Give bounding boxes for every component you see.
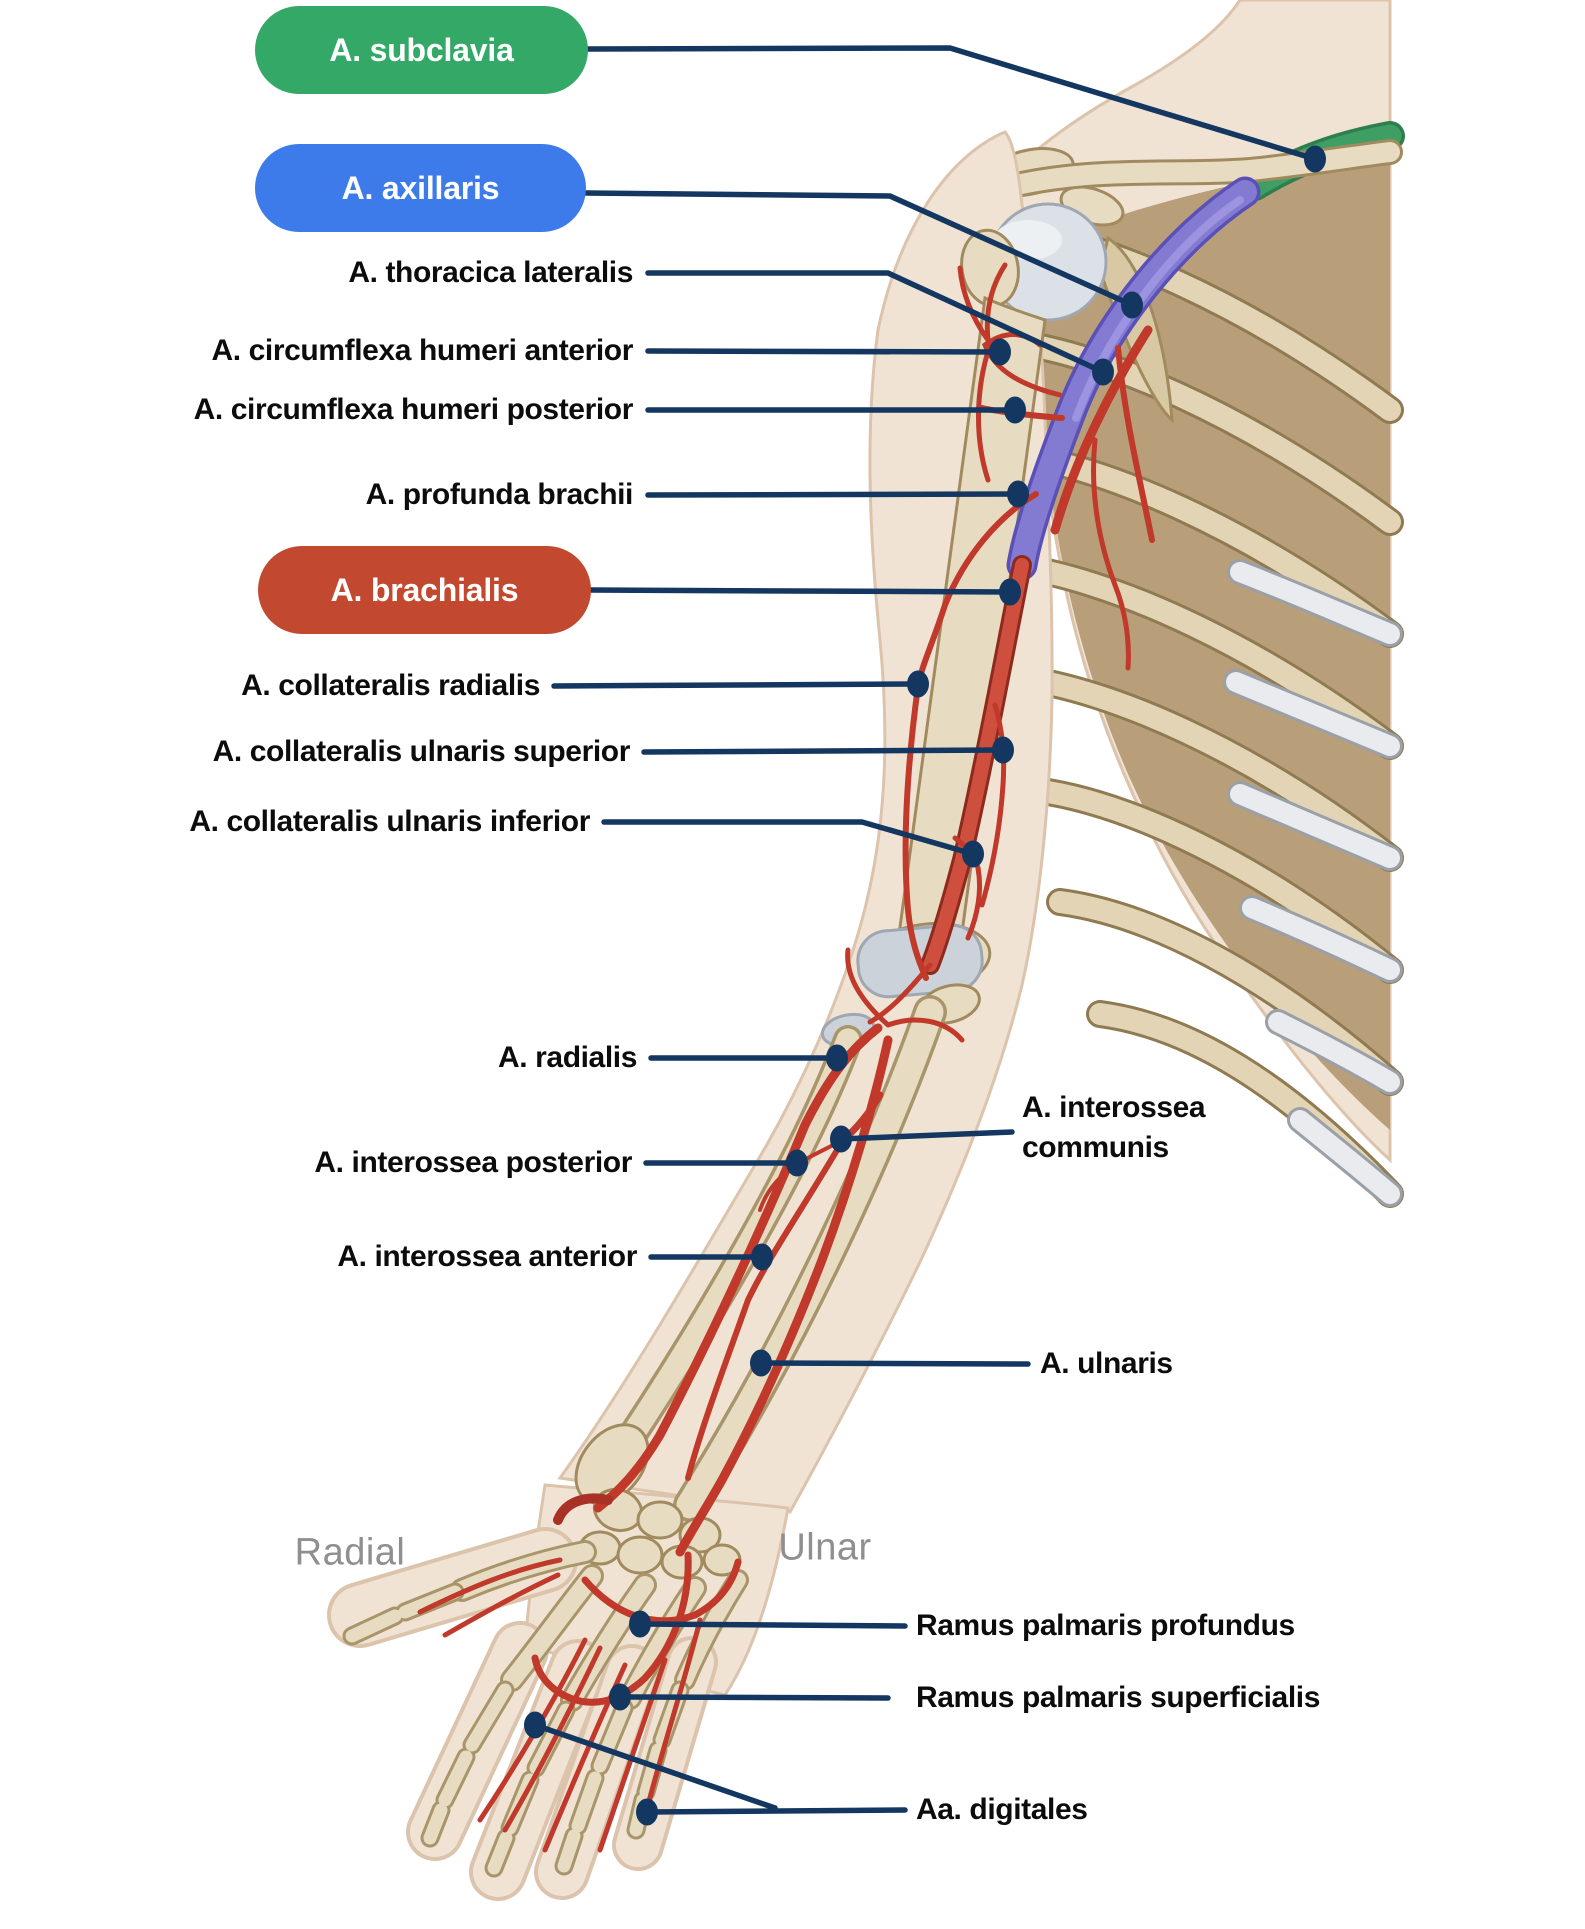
label-collateralis-ulnaris-inferior: A. collateralis ulnaris inferior — [189, 805, 590, 838]
side-label-ulnar: Ulnar — [778, 1526, 872, 1569]
axillary-red-branch — [1050, 325, 1153, 535]
leader-digitales — [644, 1807, 908, 1815]
leader-profunda — [645, 491, 1021, 498]
ulnaris-artery — [675, 1035, 893, 1557]
leader-axillaris — [583, 190, 1135, 308]
leader-digitales-branch — [532, 1722, 778, 1811]
label-profunda-brachii: A. profunda brachii — [365, 478, 634, 511]
leader-collateralis-ulnaris-superior — [641, 747, 1006, 755]
leader-ramus-superficialis — [617, 1694, 891, 1701]
humeral-head-branches — [957, 262, 1008, 483]
leader-brachialis — [588, 587, 1013, 595]
label-ulnaris: A. ulnaris — [1040, 1347, 1173, 1380]
thoracica-lateralis-artery — [1115, 345, 1155, 543]
rib-cartilage — [1223, 559, 1403, 1207]
leader-ramus-profundus — [637, 1621, 908, 1629]
humerus — [856, 202, 1108, 999]
leader-interossea-communis — [838, 1129, 1015, 1142]
leader-collateralis-ulnaris-inferior — [601, 819, 976, 857]
label-interossea-posterior: A. interossea posterior — [314, 1146, 632, 1179]
label-interossea-anterior: A. interossea anterior — [337, 1240, 637, 1273]
leader-ulnaris — [758, 1360, 1031, 1367]
elbow-recurrent-arteries — [845, 947, 965, 1043]
collateralis-ulnaris-superior-artery — [979, 702, 1007, 908]
pill-brachialis-label: A. brachialis — [330, 571, 519, 608]
leader-dots — [524, 145, 1326, 1826]
label-radialis: A. radialis — [498, 1041, 637, 1074]
rib-cage — [998, 216, 1404, 1208]
pill-axillaris[interactable]: A. axillaris — [255, 144, 586, 232]
carpals — [578, 1487, 742, 1580]
leader-thoracica — [645, 270, 1106, 375]
radial-wrist-loop — [553, 1493, 613, 1525]
label-collateralis-ulnaris-superior: A. collateralis ulnaris superior — [212, 735, 631, 768]
label-aa-digitales: Aa. digitales — [916, 1793, 1088, 1826]
label-thoracica-lateralis: A. thoracica lateralis — [348, 256, 633, 289]
leader-circumflexa-anterior — [645, 348, 1003, 355]
axillaris-artery — [1006, 176, 1261, 581]
clavicle — [999, 139, 1403, 199]
label-interossea-communis: A. interossea communis — [1022, 1091, 1206, 1164]
leader-collateralis-radialis — [551, 681, 921, 689]
subscapular-artery — [1091, 437, 1131, 671]
pill-axillaris-label: A. axillaris — [341, 169, 500, 206]
label-collateralis-radialis: A. collateralis radialis — [241, 669, 540, 702]
brachialis-artery-fill — [923, 558, 1029, 972]
deep-palmar-arch — [581, 1558, 742, 1625]
label-circumflexa-anterior: A. circumflexa humeri anterior — [211, 334, 634, 367]
interossea-anterior-artery — [685, 1137, 846, 1481]
leader-subclavia — [585, 45, 1318, 162]
leader-lines — [532, 45, 1318, 1815]
pill-subclavia-label: A. subclavia — [329, 31, 514, 68]
side-label-radial: Radial — [294, 1531, 406, 1574]
pill-subclavia[interactable]: A. subclavia — [255, 6, 588, 94]
label-ramus-palmaris-profundus: Ramus palmaris profundus — [916, 1609, 1295, 1642]
pill-brachialis[interactable]: A. brachialis — [258, 546, 591, 634]
label-ramus-palmaris-superficialis: Ramus palmaris superficialis — [916, 1681, 1320, 1714]
label-circumflexa-posterior: A. circumflexa humeri posterior — [193, 393, 634, 426]
